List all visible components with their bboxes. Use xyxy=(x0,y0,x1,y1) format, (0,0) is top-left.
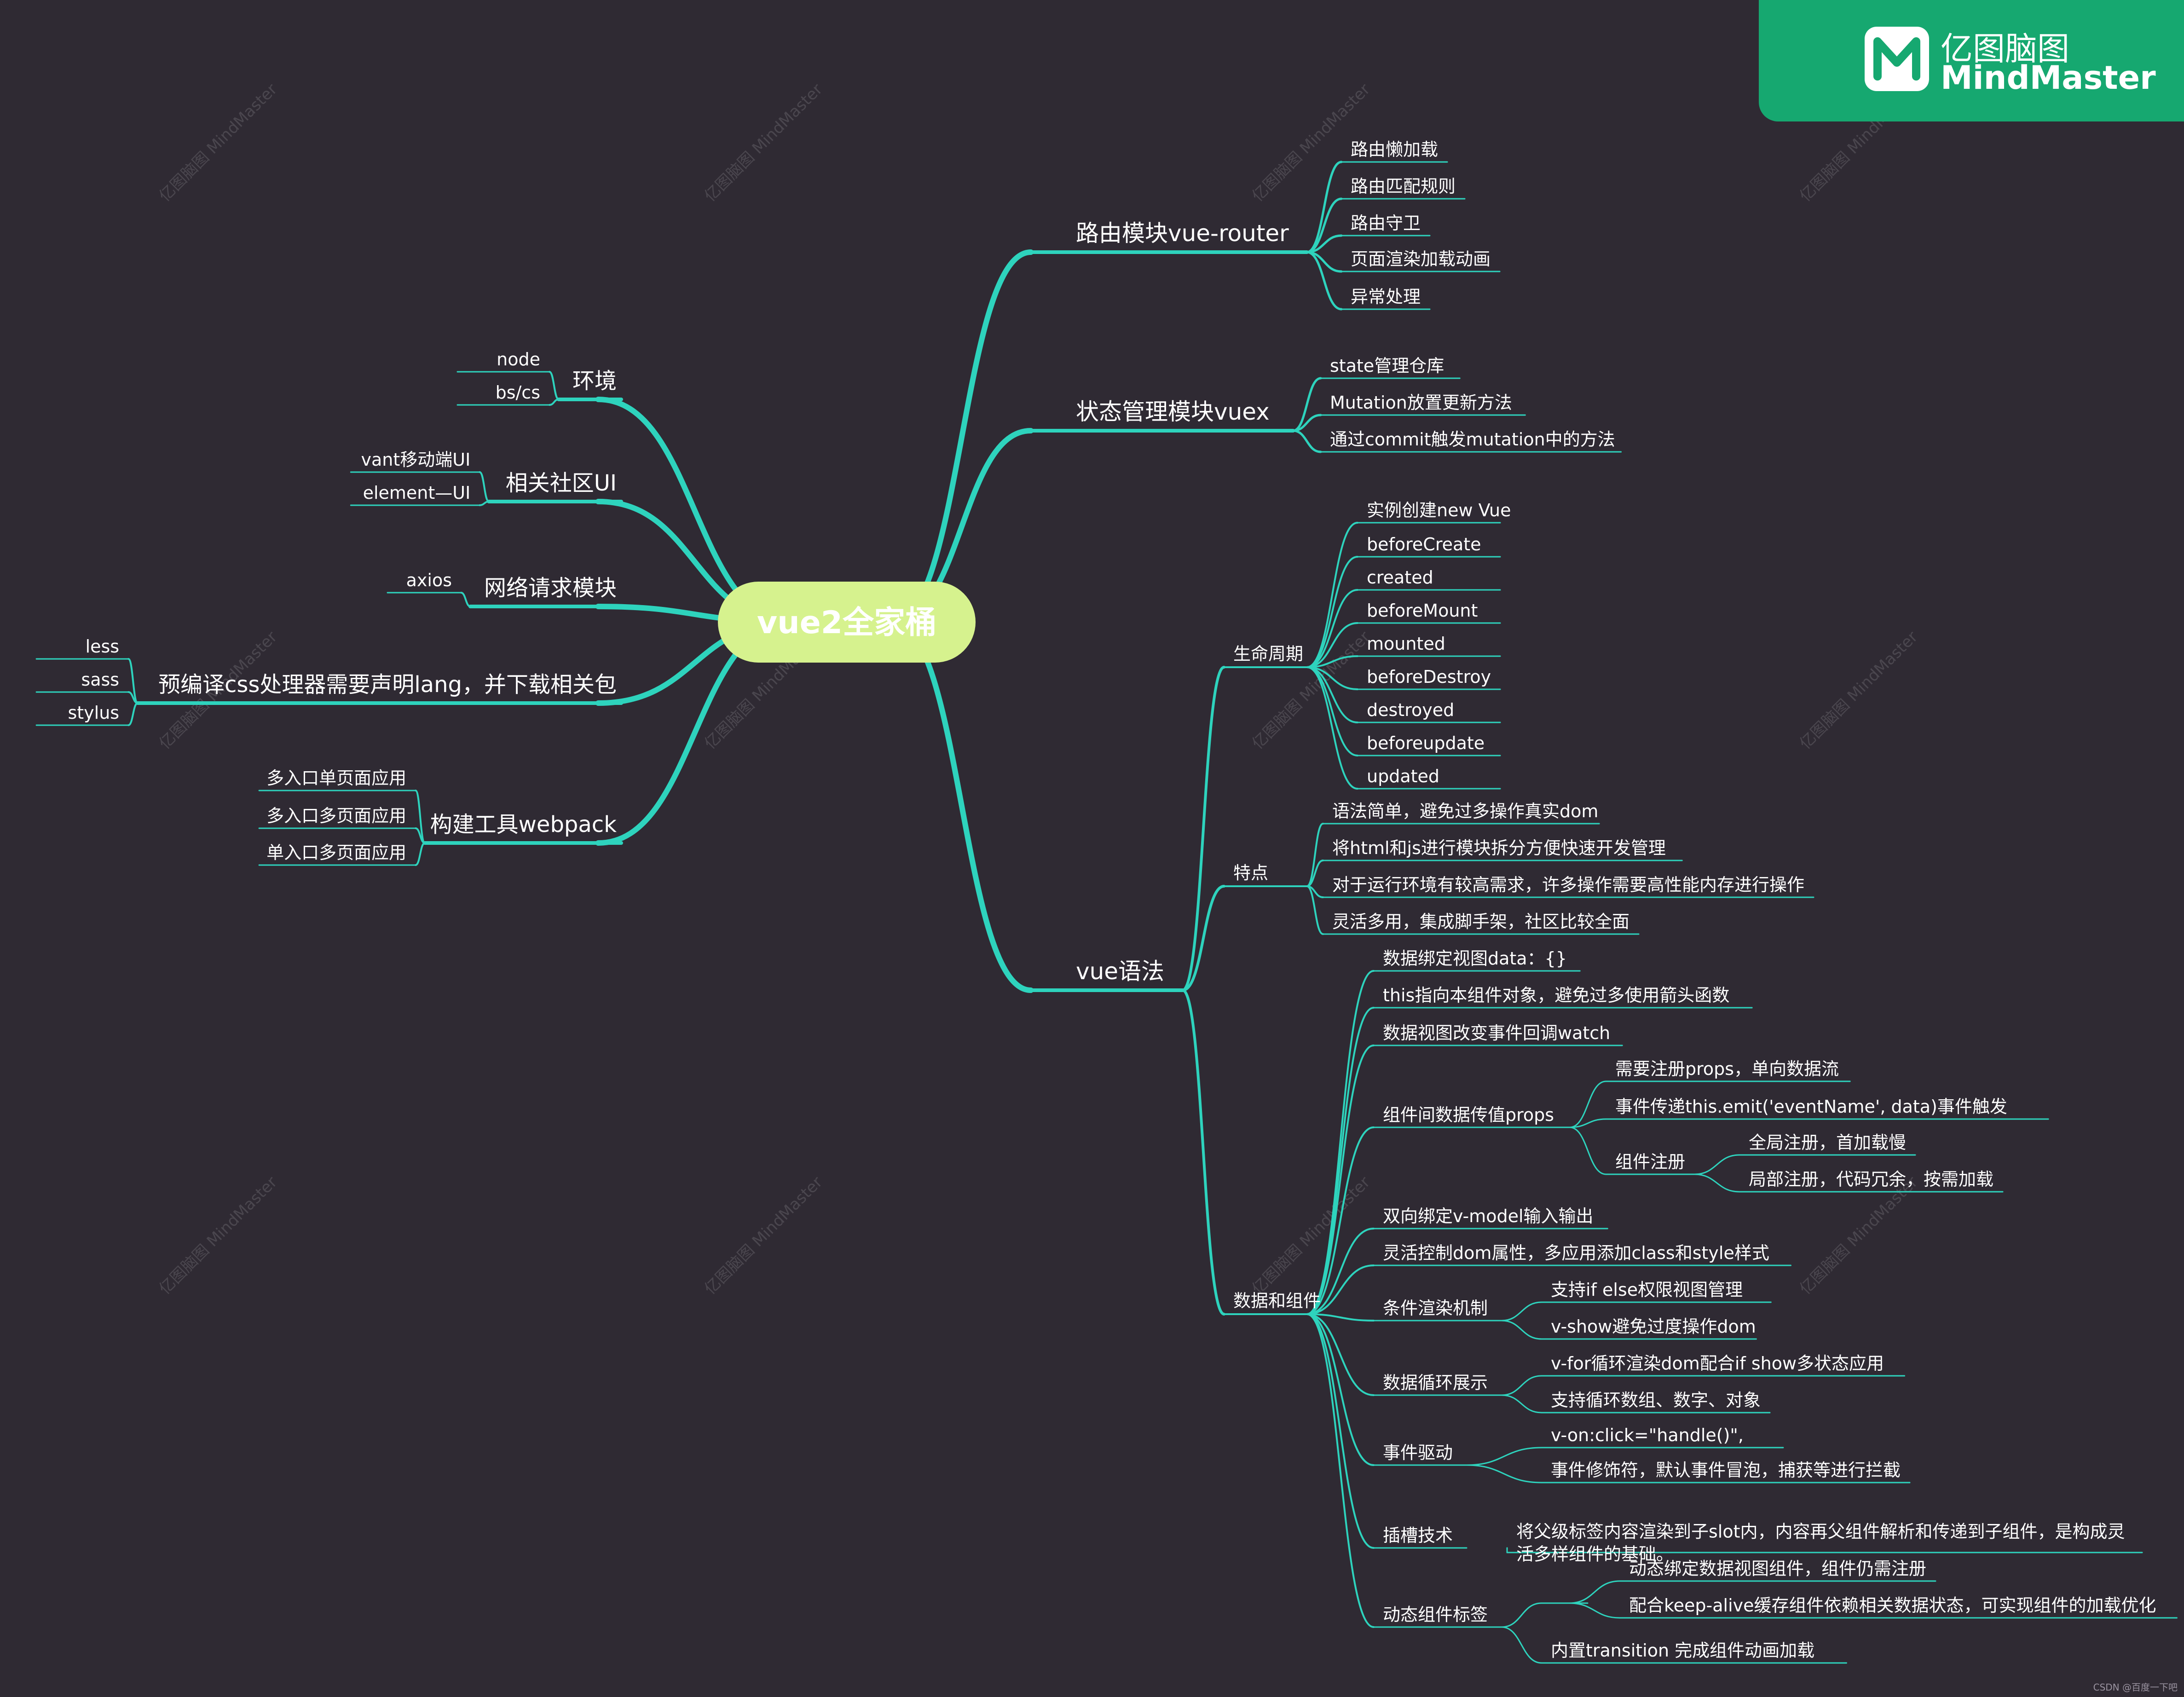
leaf-label: beforeDestroy xyxy=(1367,667,1491,687)
leaf-label: 灵活多用，集成脚手架，社区比较全面 xyxy=(1332,912,1629,932)
branch-label: vue语法 xyxy=(1076,958,1164,985)
detail-label: 全局注册，首加载慢 xyxy=(1749,1132,1906,1153)
component-label: 事件驱动 xyxy=(1383,1443,1453,1463)
branch-label: 网络请求模块 xyxy=(484,575,617,601)
leaf-label: destroyed xyxy=(1367,700,1454,720)
leaf-label: updated xyxy=(1367,766,1439,786)
branch-label: 相关社区UI xyxy=(506,470,617,496)
detail-label: 配合keep-alive缓存组件依赖相关数据状态，可实现组件的加载优化 xyxy=(1629,1595,2156,1616)
component-label: 数据视图改变事件回调watch xyxy=(1383,1023,1610,1043)
detail-label: 事件传递this.emit('eventName', data)事件触发 xyxy=(1615,1097,2007,1117)
detail-label: 动态绑定数据视图组件，组件仍需注册 xyxy=(1629,1558,1926,1579)
detail-label: 支持循环数组、数字、对象 xyxy=(1551,1390,1761,1410)
detail-label: 需要注册props，单向数据流 xyxy=(1615,1059,1839,1079)
brand-subtitle: MindMaster xyxy=(1941,59,2156,97)
leaf-label: 对于运行环境有较高需求，许多操作需要高性能内存进行操作 xyxy=(1332,875,1804,895)
leaf-label: 路由守卫 xyxy=(1351,213,1421,233)
sub-branch-label: 数据和组件 xyxy=(1233,1291,1321,1311)
detail-label: v-show避免过度操作dom xyxy=(1551,1316,1756,1337)
leaf-label: 将html和js进行模块拆分方便快速开发管理 xyxy=(1332,838,1666,858)
credit-text: CSDN @百度一下吧 xyxy=(2093,1682,2178,1693)
leaf-label: Mutation放置更新方法 xyxy=(1330,393,1512,413)
leaf-label: stylus xyxy=(68,703,119,723)
leaf-label: axios xyxy=(406,570,452,590)
branch-label: 构建工具webpack xyxy=(430,812,617,837)
component-label: 数据循环展示 xyxy=(1383,1373,1488,1393)
brand-badge: 亿图脑图 MindMaster xyxy=(1759,0,2184,121)
detail-label: 支持if else权限视图管理 xyxy=(1551,1280,1743,1300)
leaf-label: 实例创建new Vue xyxy=(1367,500,1511,520)
leaf-label: 多入口多页面应用 xyxy=(266,806,406,826)
leaf-label: less xyxy=(86,636,120,657)
branch-label: 预编译css处理器需要声明lang，并下载相关包 xyxy=(158,672,617,698)
detail-label: 内置transition 完成组件动画加载 xyxy=(1551,1640,1814,1661)
detail-label: 局部注册，代码冗余，按需加载 xyxy=(1749,1169,1993,1189)
leaf-label: sass xyxy=(81,670,119,690)
root-label: vue2全家桶 xyxy=(757,605,936,641)
leaf-label: 路由匹配规则 xyxy=(1351,176,1456,196)
leaf-label: created xyxy=(1367,567,1433,588)
leaf-label: 路由懒加载 xyxy=(1351,139,1438,160)
leaf-label: 通过commit触发mutation中的方法 xyxy=(1330,429,1615,450)
branch-label: 环境 xyxy=(572,368,617,394)
leaf-label: 单入口多页面应用 xyxy=(266,843,406,863)
detail-label: 事件修饰符，默认事件冒泡，捕获等进行拦截 xyxy=(1551,1460,1901,1480)
detail-label: 组件注册 xyxy=(1615,1152,1685,1172)
branch-label: 状态管理模块vuex xyxy=(1076,398,1270,425)
component-label: 插槽技术 xyxy=(1383,1525,1453,1546)
detail-label: v-for循环渲染dom配合if show多状态应用 xyxy=(1551,1353,1884,1374)
leaf-label: beforeMount xyxy=(1367,600,1478,621)
component-label: this指向本组件对象，避免过多使用箭头函数 xyxy=(1383,985,1729,1005)
root-node xyxy=(718,582,976,663)
leaf-label: 页面渲染加载动画 xyxy=(1351,249,1491,269)
detail-label: v-on:click="handle()", xyxy=(1551,1425,1744,1445)
leaf-label: node xyxy=(497,349,540,369)
component-label: 双向绑定v-model输入输出 xyxy=(1383,1206,1594,1226)
leaf-label: element—UI xyxy=(363,483,471,503)
component-label: 组件间数据传值props xyxy=(1383,1105,1554,1125)
leaf-label: vant移动端UI xyxy=(361,450,471,470)
sub-branch-label: 特点 xyxy=(1233,863,1268,883)
component-label: 数据绑定视图data：{} xyxy=(1383,948,1567,969)
leaf-label: mounted xyxy=(1367,634,1445,654)
mindmaster-logo-icon xyxy=(1865,27,1929,91)
leaf-label: 多入口单页面应用 xyxy=(266,768,406,788)
component-label: 条件渲染机制 xyxy=(1383,1298,1488,1318)
leaf-label: bs/cs xyxy=(496,382,540,403)
branch-label: 路由模块vue-router xyxy=(1076,220,1289,247)
leaf-label: 异常处理 xyxy=(1351,287,1421,307)
component-label: 灵活控制dom属性，多应用添加class和style样式 xyxy=(1383,1243,1769,1263)
sub-branch-label: 生命周期 xyxy=(1233,644,1303,664)
leaf-label: state管理仓库 xyxy=(1330,356,1444,376)
brand-title: 亿图脑图 xyxy=(1941,30,2069,68)
leaf-label: beforeCreate xyxy=(1367,534,1481,554)
component-label: 动态组件标签 xyxy=(1383,1605,1488,1625)
leaf-label: 语法简单，避免过多操作真实dom xyxy=(1332,801,1598,821)
detail-label: 将父级标签内容渲染到子slot内，内容再父组件解析和传递到子组件，是构成灵活多样… xyxy=(1516,1521,2125,1564)
leaf-label: beforeupdate xyxy=(1367,733,1485,753)
